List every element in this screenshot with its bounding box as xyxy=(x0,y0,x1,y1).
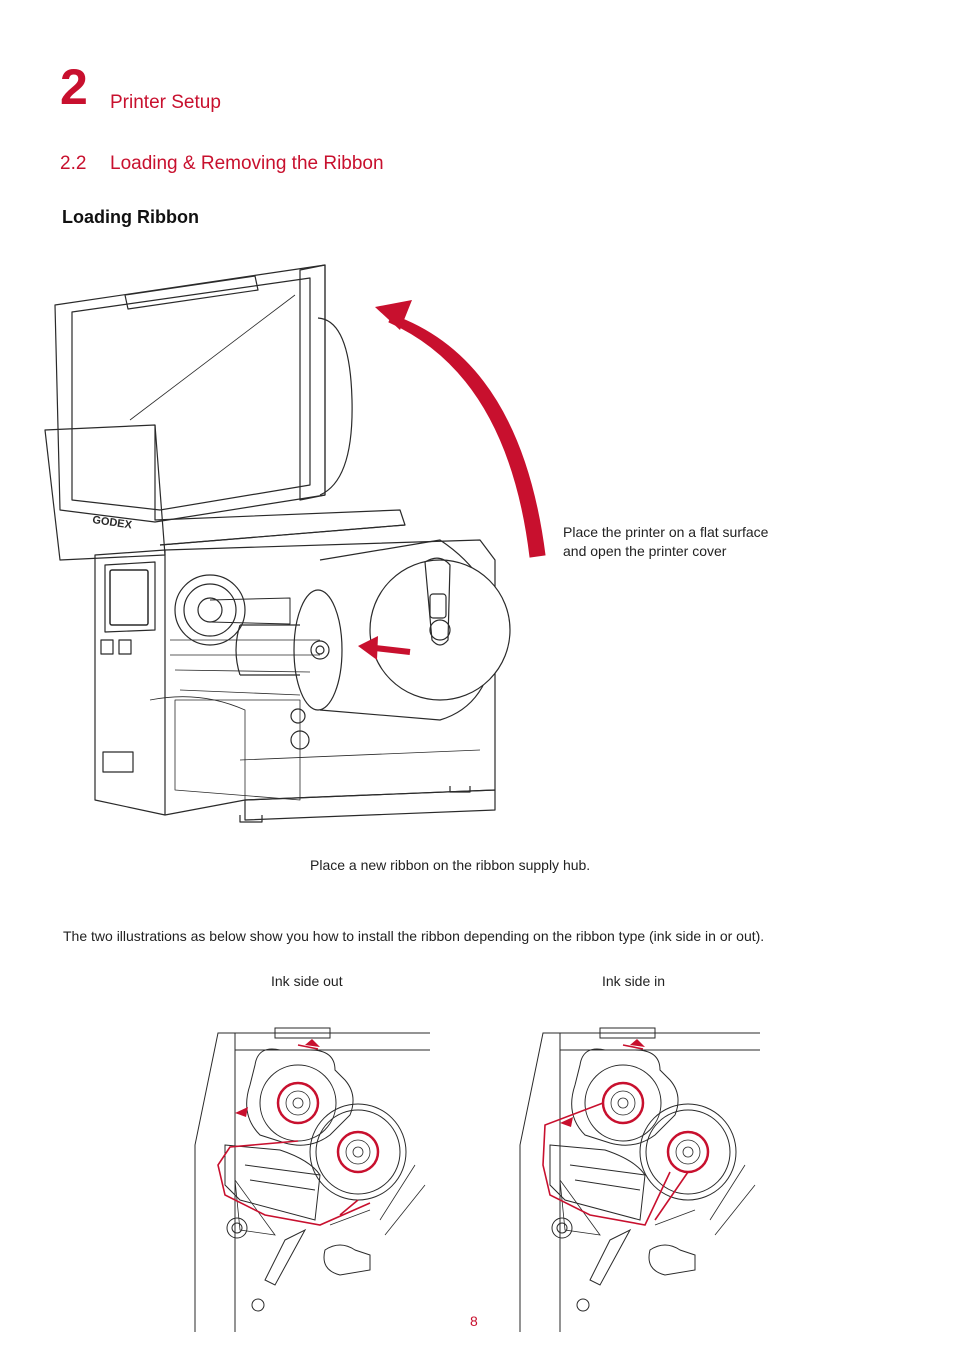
ribbon-path-diagram-ink-out xyxy=(194,1027,430,1332)
ribbon-path-ink-in xyxy=(542,1044,689,1226)
diagram-label-ink-in: Ink side in xyxy=(602,973,666,989)
brand-logo: GODEX xyxy=(92,514,134,532)
insert-arrow xyxy=(374,645,411,655)
cover-callout-line-1: Place the printer on a flat surface xyxy=(563,524,769,540)
section-title: Loading & Removing the Ribbon xyxy=(110,153,384,174)
diagram-label-ink-out: Ink side out xyxy=(271,973,343,989)
figure-caption: Place a new ribbon on the ribbon supply … xyxy=(310,857,591,873)
open-cover-arrow xyxy=(388,314,546,558)
printer-cover xyxy=(54,264,326,523)
ribbon-path-ink-out xyxy=(217,1044,371,1226)
ribbon-path-diagram-ink-in xyxy=(519,1027,760,1332)
intro-paragraph: The two illustrations as below show you … xyxy=(63,928,765,944)
chapter-title: Printer Setup xyxy=(110,92,221,113)
printer-illustration: GODEX xyxy=(44,264,546,823)
section-number: 2.2 xyxy=(60,153,87,174)
cover-callout: Place the printer on a flat surface and … xyxy=(563,523,843,561)
page-number: 8 xyxy=(470,1313,478,1329)
chapter-number: 2 xyxy=(60,59,88,115)
cover-callout-line-2: and open the printer cover xyxy=(563,543,727,559)
subheading: Loading Ribbon xyxy=(62,207,199,227)
